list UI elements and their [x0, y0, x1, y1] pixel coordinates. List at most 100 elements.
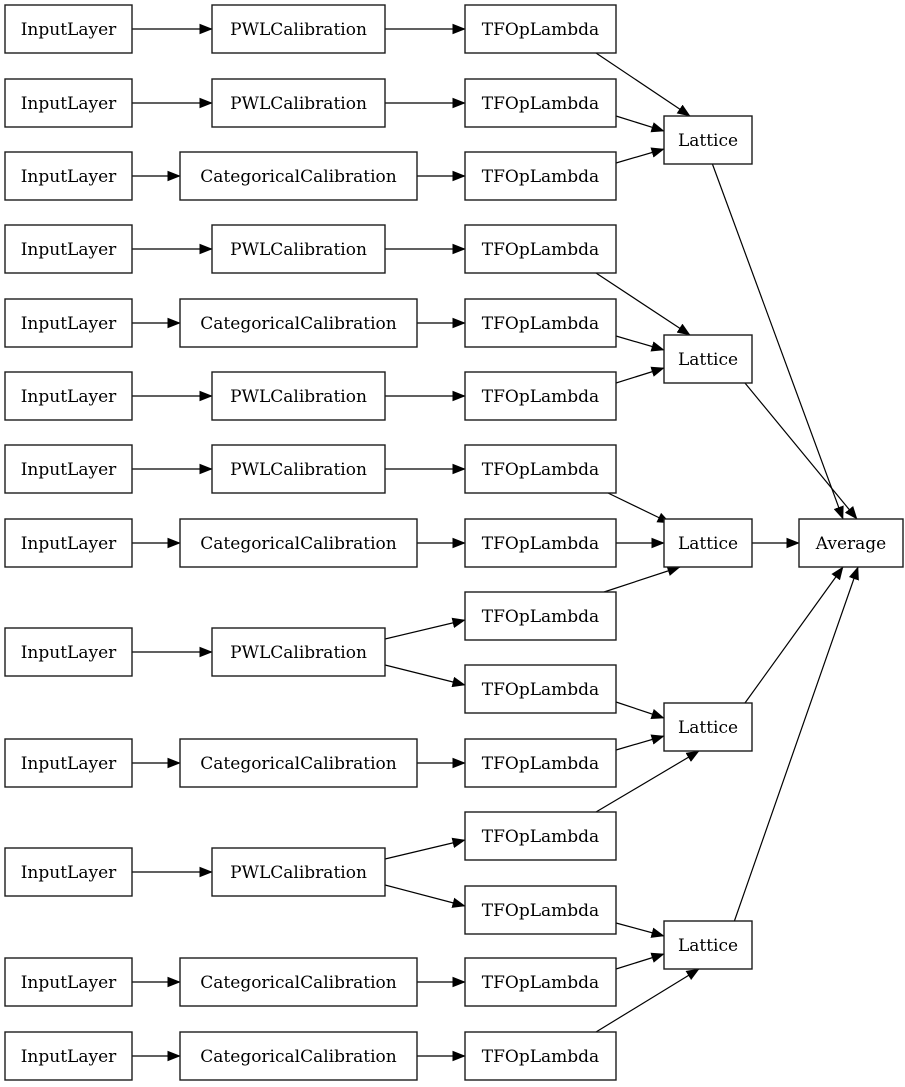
node-cat12: CategoricalCalibration — [179, 738, 418, 788]
node-box-in1 — [4, 4, 133, 54]
node-box-cat3 — [179, 151, 418, 201]
node-box-tf1 — [464, 4, 617, 54]
node-label-in12: InputLayer — [21, 754, 117, 774]
node-box-cat8 — [179, 518, 418, 568]
node-label-in5: InputLayer — [21, 314, 117, 334]
node-cat8: CategoricalCalibration — [179, 518, 418, 568]
node-lat5: Lattice — [663, 920, 753, 970]
node-in8: InputLayer — [4, 518, 133, 568]
node-pwl10: PWLCalibration — [211, 627, 386, 677]
node-label-lat3: Lattice — [678, 534, 738, 554]
node-label-lat5: Lattice — [678, 936, 738, 956]
node-box-lat5 — [663, 920, 753, 970]
node-label-tf6: TFOpLambda — [482, 387, 599, 407]
node-box-lat2 — [663, 334, 753, 384]
node-tf11: TFOpLambda — [464, 664, 617, 714]
node-label-cat5: CategoricalCalibration — [200, 314, 396, 334]
node-box-pwl14 — [211, 847, 386, 897]
node-in4: InputLayer — [4, 224, 133, 274]
node-box-in7 — [4, 444, 133, 494]
edges-layer — [132, 23, 859, 1062]
node-tf1: TFOpLambda — [464, 4, 617, 54]
node-in14: InputLayer — [4, 847, 133, 897]
node-box-in10 — [4, 627, 133, 677]
node-label-in14: InputLayer — [21, 863, 117, 883]
node-tf12: TFOpLambda — [464, 738, 617, 788]
node-label-tf11: TFOpLambda — [482, 680, 599, 700]
node-tf17: TFOpLambda — [464, 1031, 617, 1081]
node-label-in10: InputLayer — [21, 643, 117, 663]
node-label-pwl7: PWLCalibration — [230, 460, 367, 480]
edge-tf6-lat2 — [615, 366, 665, 384]
node-label-tf2: TFOpLambda — [482, 94, 599, 114]
node-box-tf11 — [464, 664, 617, 714]
node-in12: InputLayer — [4, 738, 133, 788]
node-box-in2 — [4, 78, 133, 128]
edge-tf16-lat5 — [615, 952, 665, 970]
node-box-tf3 — [464, 151, 617, 201]
node-tf13: TFOpLambda — [464, 811, 617, 861]
node-label-lat2: Lattice — [678, 350, 738, 370]
node-label-tf1: TFOpLambda — [482, 20, 599, 40]
node-label-tf12: TFOpLambda — [482, 754, 599, 774]
node-label-pwl2: PWLCalibration — [230, 94, 367, 114]
node-cat3: CategoricalCalibration — [179, 151, 418, 201]
node-box-cat17 — [179, 1031, 418, 1081]
edge-tf11-lat4 — [615, 701, 665, 720]
node-in6: InputLayer — [4, 371, 133, 421]
node-in7: InputLayer — [4, 444, 133, 494]
node-label-pwl6: PWLCalibration — [230, 387, 367, 407]
node-label-avg: Average — [815, 534, 886, 554]
node-lat4: Lattice — [663, 702, 753, 752]
node-box-pwl4 — [211, 224, 386, 274]
edge-pwl14-tf15 — [384, 884, 466, 908]
node-pwl7: PWLCalibration — [211, 444, 386, 494]
node-pwl2: PWLCalibration — [211, 78, 386, 128]
node-box-cat16 — [179, 957, 418, 1007]
node-lat1: Lattice — [663, 115, 753, 165]
node-box-pwl2 — [211, 78, 386, 128]
node-in10: InputLayer — [4, 627, 133, 677]
node-box-in16 — [4, 957, 133, 1007]
node-box-in17 — [4, 1031, 133, 1081]
node-label-pwl1: PWLCalibration — [230, 20, 367, 40]
node-tf6: TFOpLambda — [464, 371, 617, 421]
node-box-in5 — [4, 298, 133, 348]
node-lat2: Lattice — [663, 334, 753, 384]
node-tf9: TFOpLambda — [464, 591, 617, 641]
node-pwl4: PWLCalibration — [211, 224, 386, 274]
node-label-pwl14: PWLCalibration — [230, 863, 367, 883]
node-box-in3 — [4, 151, 133, 201]
node-box-tf7 — [464, 444, 617, 494]
edge-tf5-lat2 — [615, 335, 665, 352]
node-box-in4 — [4, 224, 133, 274]
node-label-in6: InputLayer — [21, 387, 117, 407]
node-pwl6: PWLCalibration — [211, 371, 386, 421]
edge-tf4-lat2 — [595, 272, 691, 336]
node-box-lat4 — [663, 702, 753, 752]
node-label-in1: InputLayer — [21, 20, 117, 40]
node-box-tf15 — [464, 885, 617, 935]
node-box-pwl6 — [211, 371, 386, 421]
node-label-tf17: TFOpLambda — [482, 1047, 599, 1067]
node-label-cat3: CategoricalCalibration — [200, 167, 396, 187]
node-in5: InputLayer — [4, 298, 133, 348]
edge-pwl14-tf13 — [384, 837, 466, 860]
node-box-pwl10 — [211, 627, 386, 677]
node-pwl14: PWLCalibration — [211, 847, 386, 897]
edge-tf15-lat5 — [615, 922, 665, 938]
node-in17: InputLayer — [4, 1031, 133, 1081]
node-in16: InputLayer — [4, 957, 133, 1007]
node-label-in3: InputLayer — [21, 167, 117, 187]
node-label-cat12: CategoricalCalibration — [200, 754, 396, 774]
node-label-tf5: TFOpLambda — [482, 314, 599, 334]
node-label-pwl4: PWLCalibration — [230, 240, 367, 260]
node-label-cat16: CategoricalCalibration — [200, 973, 396, 993]
node-label-tf7: TFOpLambda — [482, 460, 599, 480]
node-in2: InputLayer — [4, 78, 133, 128]
node-label-pwl10: PWLCalibration — [230, 643, 367, 663]
edge-lat4-avg — [744, 566, 844, 704]
node-box-tf9 — [464, 591, 617, 641]
